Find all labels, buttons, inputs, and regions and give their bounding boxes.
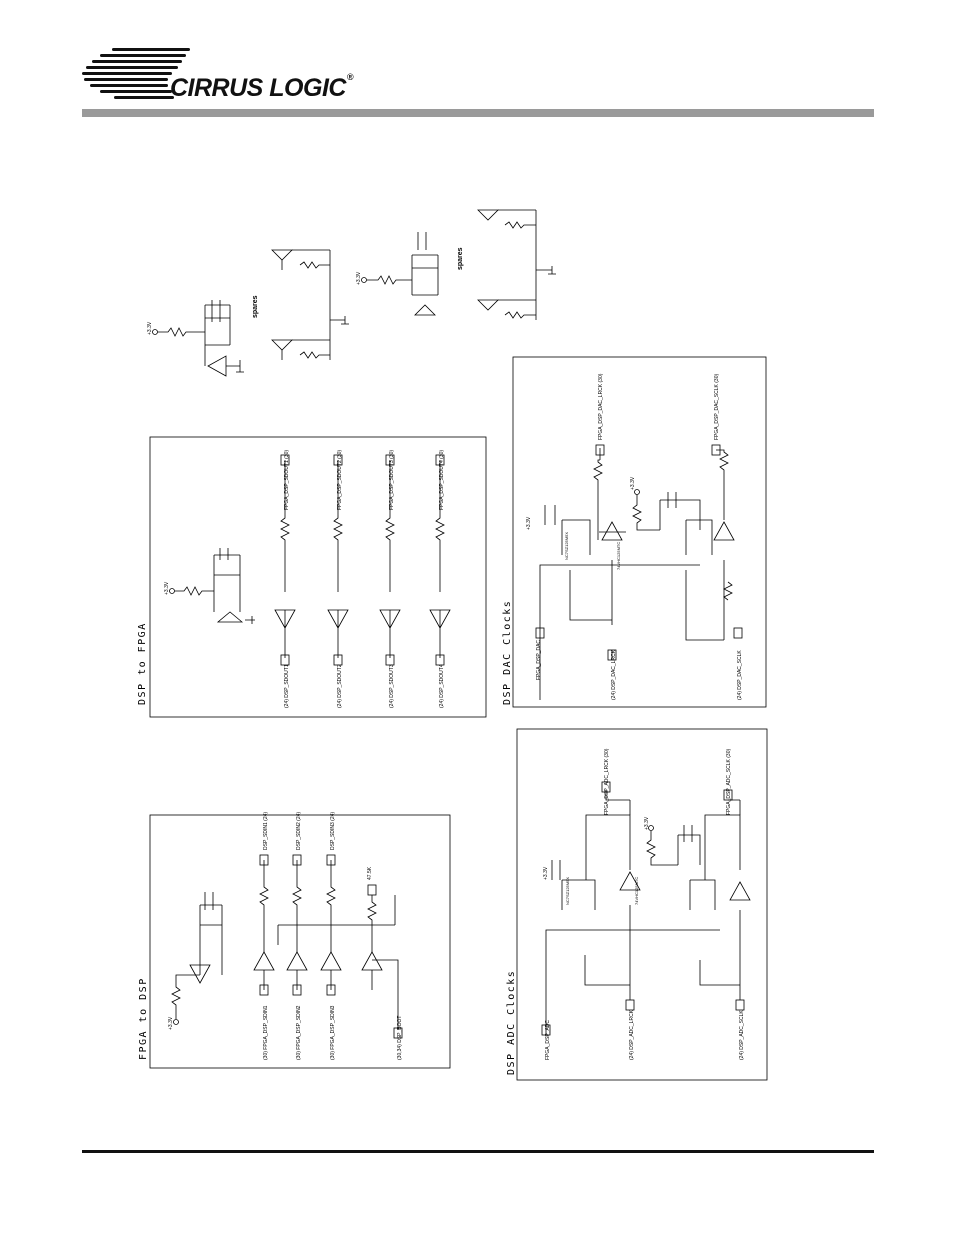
logo-swoosh-icon [82, 48, 190, 99]
dac-output-lrck: FPGA_DSP_DAC_LRCK (30) [598, 373, 604, 440]
dsp-to-fpga-input-4: (24) DSP_SDOUT4 [439, 664, 445, 708]
adc-output-sclk: FPGA_DSP_ADC_SCLK (30) [726, 749, 732, 815]
brand-name: CIRRUS LOGIC® [170, 72, 354, 102]
footer-rule [82, 1150, 874, 1153]
dsp-to-fpga-frame [149, 436, 487, 718]
dac-output-sclk: FPGA_DSP_DAC_SCLK (30) [714, 374, 720, 440]
fpga-to-dsp-supply: +3.3V [168, 1016, 174, 1030]
adc-supply-2: +3.3V [644, 816, 650, 830]
spares-supply-right: +3.3V [356, 271, 362, 285]
spares-block-right [361, 209, 556, 320]
dac-part-2: 74VHC125MTC [616, 542, 621, 570]
dsp-dac-clocks-title: DSP DAC Clocks [502, 600, 513, 705]
dsp-to-fpga-output-2: FPGA_DSP_SDOUT2 (30) [337, 450, 343, 510]
fpga-to-dsp-output-2: DSP_SDIN2 (24) [296, 812, 302, 850]
dsp-adc-clocks-title: DSP ADC Clocks [506, 970, 517, 1075]
dsp-to-fpga-input-1: (24) DSP_SDOUT1 [284, 664, 290, 708]
adc-part-1: NC7SZ125M5X [565, 877, 570, 905]
adc-input-fpga: FPGA_DSP_ADC [545, 1020, 551, 1060]
fpga-to-dsp-output-1: DSP_SDIN1 (24) [263, 812, 269, 850]
spares-block-left [152, 249, 349, 377]
dsp-to-fpga-input-2: (24) DSP_SDOUT2 [337, 664, 343, 708]
dsp-to-fpga-output-1: FPGA_DSP_SDOUT1 (30) [284, 450, 290, 510]
dsp-to-fpga-supply: +3.3V [164, 581, 170, 595]
dsp-adc-clocks-circuit [541, 781, 751, 1036]
fpga-to-dsp-title: FPGA to DSP [138, 977, 149, 1060]
dsp-to-fpga-output-4: FPGA_DSP_SDOUT4 (30) [439, 450, 445, 510]
fpga-to-dsp-output-3: DSP_SDIN3 (24) [330, 812, 336, 850]
fpga-to-dsp-input-3: (30) FPGA_DSP_SDIN3 [330, 1005, 336, 1060]
adc-supply-1: +3.3V [543, 866, 549, 880]
cirrus-logic-logo [82, 42, 352, 108]
adc-input-sclk: (24) DSP_ADC_SCLK [739, 1010, 745, 1060]
spares-label-left: spares [252, 295, 259, 318]
dac-input-sclk: (24) DSP_DAC_SCLK [737, 650, 743, 700]
spares-label-right: spares [457, 247, 464, 270]
fpga-to-dsp-circuit [171, 854, 403, 1039]
dac-part-1: NC7SZ125M5X [564, 532, 569, 560]
adc-part-2: 74VHC125MTC [634, 877, 639, 905]
dsp-to-fpga-title: DSP to FPGA [137, 622, 148, 705]
spares-supply-left: +3.3V [147, 321, 153, 335]
fpga-to-dsp-input-1: (30) FPGA_DSP_SDIN1 [263, 1005, 269, 1060]
fpga-to-dsp-output-4: 47.5K [367, 866, 373, 880]
header-bar [82, 109, 874, 117]
dsp-to-fpga-output-3: FPGA_DSP_SDOUT3 (30) [389, 450, 395, 510]
dsp-dac-clocks-frame [512, 356, 767, 708]
dac-input-fpga: FPGA_DSP_DAC [536, 640, 542, 680]
adc-input-lrck: (24) DSP_ADC_LRCK [629, 1009, 635, 1060]
dac-supply-2: +3.3V [630, 476, 636, 490]
dsp-to-fpga-input-3: (24) DSP_SDOUT3 [389, 664, 395, 708]
dsp-to-fpga-circuit [169, 454, 451, 666]
fpga-to-dsp-frame [149, 814, 451, 1069]
dac-input-lrck: (24) DSP_DAC_LRCK [611, 649, 617, 700]
dac-supply-1: +3.3V [526, 516, 532, 530]
fpga-to-dsp-input-2: (30) FPGA_DSP_SDIN2 [296, 1005, 302, 1060]
adc-output-lrck: FPGA_DSP_ADC_LRCK (30) [604, 748, 610, 815]
fpga-to-dsp-input-4: (30,34) DSP_BOOT [397, 1016, 403, 1060]
dsp-dac-clocks-circuit [535, 444, 743, 700]
dsp-adc-clocks-frame [516, 728, 768, 1081]
